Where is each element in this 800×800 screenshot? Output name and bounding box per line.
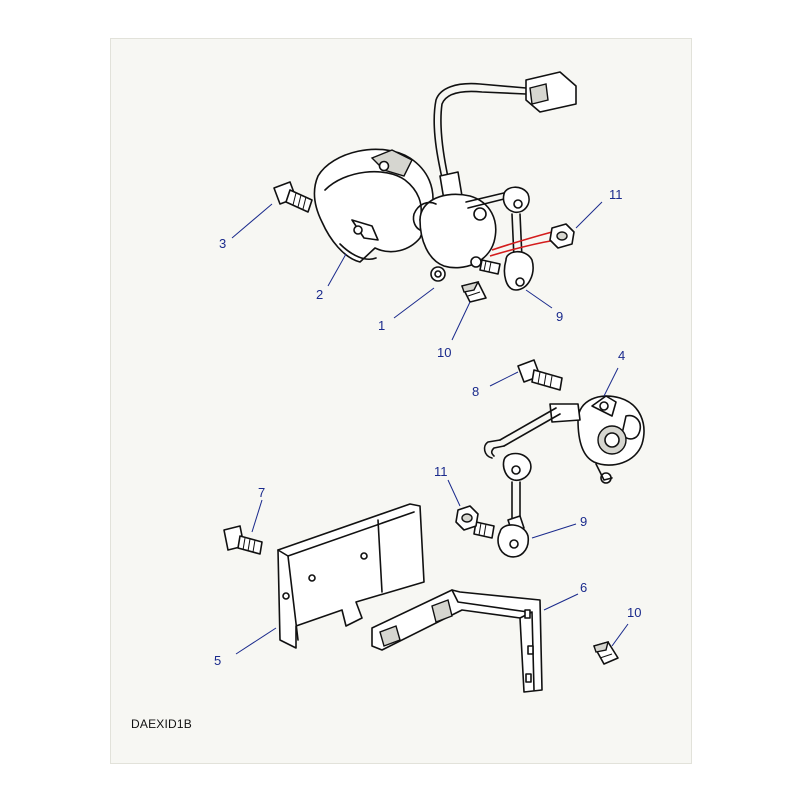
part-10-plug-lower [593,640,619,665]
callout-7: 7 [258,485,265,500]
part-6-bracket [371,589,543,693]
callout-11-lower: 11 [434,464,448,479]
callout-11-upper: 11 [609,187,623,202]
callout-4: 4 [618,348,625,363]
callout-9-upper: 9 [556,309,563,324]
part-11-nut-lower [455,505,479,531]
part-10-plug-upper [461,280,487,303]
callout-9-lower: 9 [580,514,587,529]
callout-3: 3 [219,236,226,251]
callout-6: 6 [580,580,587,595]
part-5-bracket [277,503,425,649]
part-2-cover [313,148,434,263]
part-3-bolt [273,181,313,213]
callout-10-lower: 10 [627,605,641,620]
callout-8: 8 [472,384,479,399]
callout-1: 1 [378,318,385,333]
part-1-sensor [412,71,577,282]
callouts: 1 2 3 4 5 6 7 8 9 9 10 10 11 [214,187,641,668]
callout-10-upper: 10 [437,345,451,360]
part-9-link-lower [473,452,532,558]
callout-2: 2 [316,287,323,302]
part-9-link-upper [479,186,557,291]
part-11-nut-upper [549,223,575,249]
diagram-code: DAEXID1B [131,717,192,731]
part-8-bolt [517,359,563,391]
part-4-sensor [483,395,645,484]
part-7-bolt [223,525,263,555]
callout-5: 5 [214,653,221,668]
